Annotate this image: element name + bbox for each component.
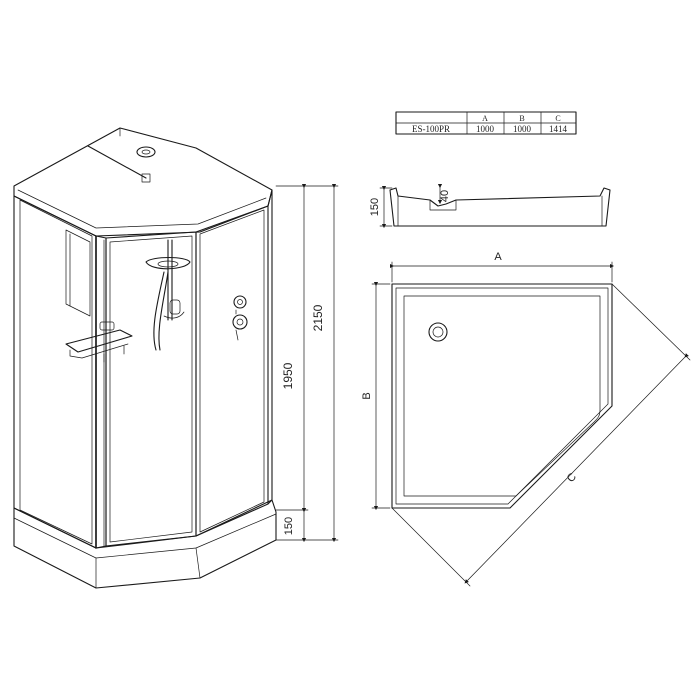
cabin-height-dimensions: 2150 1950 150 xyxy=(275,183,339,543)
mixer-knob-lower[interactable] xyxy=(232,314,248,341)
dim-walls-label: 1950 xyxy=(281,362,295,389)
table-model: ES-100PR xyxy=(412,124,450,134)
glass-door-center[interactable] xyxy=(105,231,197,547)
table-header-a: A xyxy=(482,114,488,123)
shelf xyxy=(65,329,133,353)
tray-plan-view: A B C xyxy=(361,251,691,587)
dim-c-label: C xyxy=(565,471,579,485)
shower-cabin-view xyxy=(13,127,277,589)
dim-line-c xyxy=(464,353,689,584)
drain xyxy=(428,322,448,342)
table-value-c: 1414 xyxy=(549,124,568,134)
glass-door-left[interactable] xyxy=(95,235,107,549)
glass-door-right[interactable] xyxy=(195,205,269,537)
cabin-left-wall xyxy=(13,195,97,549)
mixer-knob-upper[interactable] xyxy=(233,295,247,315)
shower-hose xyxy=(153,271,165,351)
table-header-b: B xyxy=(519,114,524,123)
dim-total-label: 2150 xyxy=(311,304,325,331)
cabin-base-tray xyxy=(13,499,277,589)
ceiling-light xyxy=(136,146,156,158)
dim-a-label: A xyxy=(494,251,502,263)
cabin-window xyxy=(65,229,91,317)
dim-base-label: 150 xyxy=(283,517,295,535)
tray-profile-shape xyxy=(389,187,611,227)
table-value-b: 1000 xyxy=(513,124,532,134)
table-value-a: 1000 xyxy=(476,124,495,134)
table-header-c: C xyxy=(555,114,560,123)
spec-table: A B C ES-100PR 1000 1000 1414 xyxy=(395,111,577,135)
dim-b-label: B xyxy=(361,392,373,399)
profile-height-label: 150 xyxy=(369,198,381,216)
profile-drain-label: 40 xyxy=(439,190,451,202)
tray-profile-view: 150 40 xyxy=(369,183,611,229)
tray-plan-outline xyxy=(391,283,613,509)
shower-head-holder xyxy=(145,256,191,270)
anti-slip-surface xyxy=(403,295,601,497)
